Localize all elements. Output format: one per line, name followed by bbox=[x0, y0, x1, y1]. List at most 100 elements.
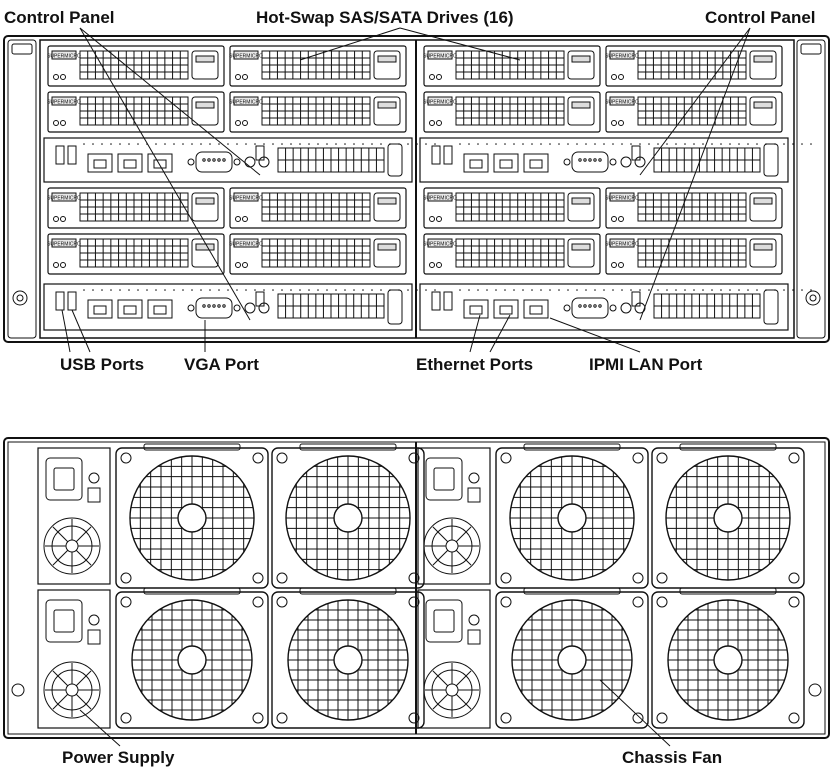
vga-pin-icon bbox=[598, 304, 602, 308]
dot bbox=[353, 143, 355, 145]
dot bbox=[164, 289, 166, 291]
drive-latch bbox=[373, 96, 401, 126]
node-panel-frame bbox=[43, 283, 413, 331]
vga-screw-icon bbox=[563, 304, 571, 312]
psu-fan-blade bbox=[75, 526, 92, 543]
fan-handle bbox=[143, 587, 241, 595]
drive-latch bbox=[373, 50, 401, 80]
dot bbox=[684, 289, 686, 291]
dot bbox=[792, 143, 794, 145]
control-panel-slot bbox=[631, 145, 641, 161]
drive-tray-frame bbox=[47, 91, 225, 133]
dot bbox=[371, 143, 373, 145]
dot bbox=[513, 289, 515, 291]
dot bbox=[666, 143, 668, 145]
drive-latch bbox=[567, 50, 595, 80]
dot bbox=[612, 289, 614, 291]
label-vga-port: VGA Port bbox=[184, 355, 259, 374]
dot bbox=[468, 143, 470, 145]
dot bbox=[666, 289, 668, 291]
dot bbox=[380, 289, 382, 291]
drive-led-icon bbox=[611, 74, 617, 80]
dot bbox=[621, 143, 623, 145]
dot bbox=[603, 289, 605, 291]
drive-led-icon bbox=[235, 262, 241, 268]
vga-pin-icon bbox=[222, 304, 226, 308]
dot bbox=[630, 143, 632, 145]
drive-brand-text: SUPERMICRO bbox=[605, 54, 639, 60]
psu-fan-icon bbox=[43, 517, 101, 575]
fan-screw-icon bbox=[632, 596, 644, 608]
node-io-panel bbox=[43, 137, 436, 183]
right-ear-tab bbox=[800, 43, 822, 55]
dot bbox=[756, 289, 758, 291]
psu-frame bbox=[417, 589, 491, 729]
drive-latch-button bbox=[571, 55, 591, 63]
dot bbox=[765, 289, 767, 291]
rear-chassis bbox=[3, 437, 830, 739]
fan-handle bbox=[143, 443, 241, 451]
drive-brand-text: SUPERMICRO bbox=[229, 242, 263, 248]
fan-handle bbox=[679, 587, 777, 595]
drive-tray: SUPERMICRO bbox=[423, 45, 601, 87]
drive-latch bbox=[191, 50, 219, 80]
right-thumbscrew-icon bbox=[805, 290, 821, 306]
dot bbox=[218, 143, 220, 145]
drive-brand-text: SUPERMICRO bbox=[605, 100, 639, 106]
ac-inlet-icon bbox=[45, 599, 83, 643]
dot bbox=[612, 143, 614, 145]
psu-fan-blade bbox=[75, 549, 92, 566]
dot bbox=[459, 143, 461, 145]
drive-tray: SUPERMICRO bbox=[423, 91, 601, 133]
fan-hub-icon bbox=[557, 503, 587, 533]
psu-frame bbox=[37, 589, 111, 729]
drive-latch-button bbox=[753, 243, 773, 251]
drive-brand-plate bbox=[233, 96, 259, 106]
fan-screw-icon bbox=[276, 572, 288, 584]
vga-port-icon bbox=[571, 297, 609, 319]
drive-latch-button bbox=[377, 197, 397, 205]
psu-led-icon bbox=[88, 472, 100, 484]
dot bbox=[774, 143, 776, 145]
vga-port-icon bbox=[195, 151, 233, 173]
vga-port-icon bbox=[195, 297, 233, 319]
usb-port-icon bbox=[431, 291, 441, 311]
fan-handle bbox=[299, 443, 397, 451]
dot bbox=[477, 289, 479, 291]
drive-led-icon bbox=[53, 216, 59, 222]
fan-screw-icon bbox=[120, 596, 132, 608]
chassis-fan-module bbox=[271, 443, 425, 589]
left-rack-ear bbox=[7, 39, 37, 339]
label-chassis-fan: Chassis Fan bbox=[622, 748, 723, 767]
fan-screw-icon bbox=[276, 452, 288, 464]
drive-activity-led-icon bbox=[60, 120, 66, 126]
drive-latch bbox=[567, 238, 595, 268]
ethernet-jack-icon bbox=[499, 159, 513, 169]
psu-frame bbox=[417, 447, 491, 585]
ac-inlet-icon bbox=[425, 457, 463, 501]
power-button-icon bbox=[244, 156, 256, 168]
psu-fan-blade bbox=[432, 549, 449, 566]
label-control-panel-left: Control Panel bbox=[4, 8, 115, 27]
dot bbox=[603, 143, 605, 145]
leader-chassis-fan bbox=[599, 679, 671, 747]
dot bbox=[468, 289, 470, 291]
drive-brand-text: SUPERMICRO bbox=[229, 100, 263, 106]
chassis-fan-module bbox=[115, 443, 269, 589]
fan-hub-icon bbox=[713, 645, 743, 675]
drive-latch bbox=[191, 96, 219, 126]
node-io-panel bbox=[419, 283, 812, 331]
leader-ethernet-2 bbox=[489, 314, 511, 353]
dot bbox=[576, 289, 578, 291]
usb-port-icon bbox=[67, 145, 77, 165]
drive-activity-led-icon bbox=[436, 120, 442, 126]
dot bbox=[326, 143, 328, 145]
dot bbox=[558, 289, 560, 291]
vga-pin-icon bbox=[578, 158, 582, 162]
fan-screw-icon bbox=[252, 572, 264, 584]
dot bbox=[236, 143, 238, 145]
drive-tray-frame bbox=[229, 91, 407, 133]
ac-inlet-socket bbox=[53, 467, 75, 491]
fan-screw-icon bbox=[500, 572, 512, 584]
fan-screw-icon bbox=[120, 572, 132, 584]
